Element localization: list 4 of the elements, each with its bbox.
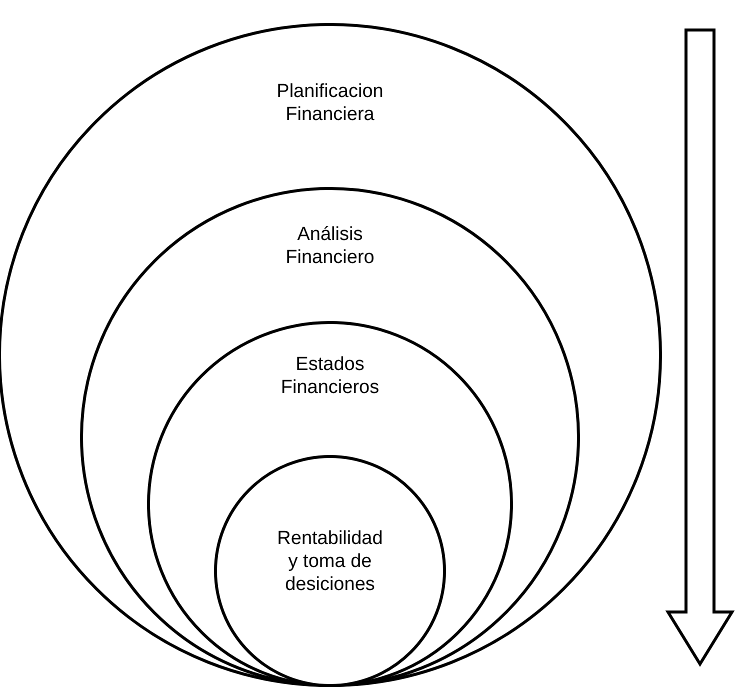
circle-label: Estados Financieros [280, 353, 380, 399]
circle-label: Rentabilidad y toma de desiciones [276, 527, 384, 596]
circle-label: Análisis Financiero [284, 223, 376, 269]
circle-label: Planificacion Financiera [276, 80, 384, 126]
